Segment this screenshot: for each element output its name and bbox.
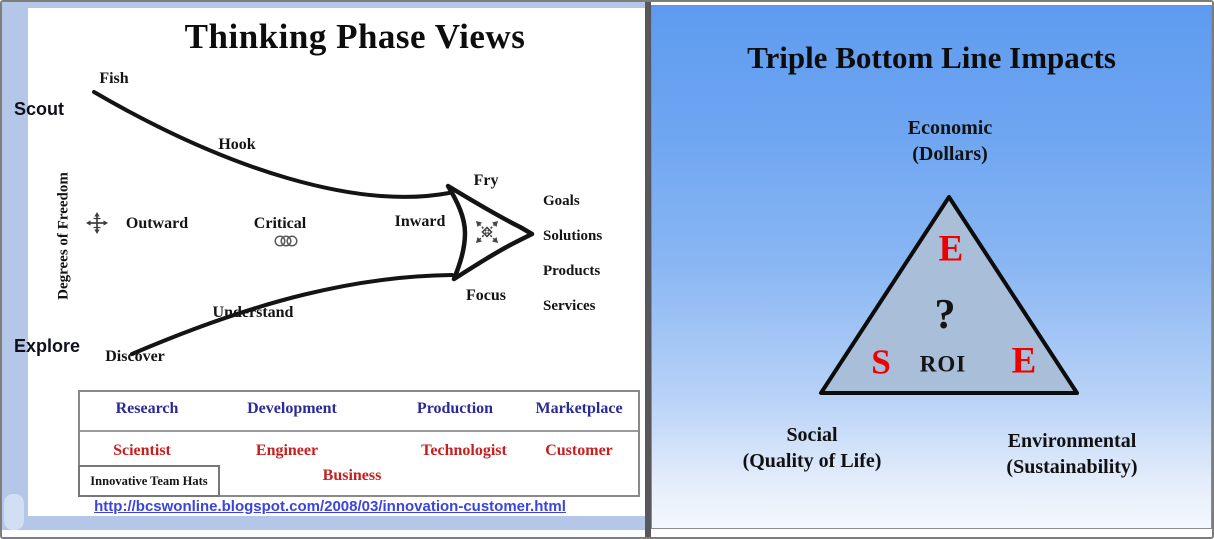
innovation-phase-table: Research Development Production Marketpl… [78, 390, 640, 497]
right-slide-title: Triple Bottom Line Impacts [747, 40, 1116, 75]
outward-label: Outward [125, 215, 189, 232]
explore-label: Explore [14, 336, 81, 356]
social-line2: (Quality of Life) [742, 450, 882, 472]
source-url-link[interactable]: http://bcswonline.blogspot.com/2008/03/i… [94, 498, 566, 515]
right-slide-panel: Triple Bottom Line Impacts Economic (Dol… [651, 2, 1212, 537]
inward-label: Inward [394, 213, 446, 230]
discover-label: Discover [105, 348, 165, 365]
outcome-goals: Goals [543, 193, 580, 209]
triangle-letter-e-top: E [938, 228, 964, 270]
social-label: Social (Quality of Life) [743, 422, 882, 474]
funnel-bottom-curve [130, 273, 454, 356]
phase-research: Research [115, 400, 179, 417]
left-slide-panel: Scout Explore Thinking Phase Views Fish … [2, 2, 645, 537]
outcomes-list: Goals Solutions Products Services [543, 193, 602, 315]
triangle-shape [819, 195, 1079, 395]
three-rings-icon [274, 235, 298, 247]
scout-label: Scout [14, 99, 65, 119]
role-technologist: Technologist [421, 442, 507, 459]
slides-divider [645, 2, 651, 537]
outcome-products: Products [543, 263, 601, 279]
triangle-question-mark: ? [934, 292, 956, 338]
economic-line2: (Dollars) [912, 143, 988, 165]
degrees-of-freedom-label: Degrees of Freedom [55, 172, 72, 300]
phase-production: Production [416, 400, 494, 417]
role-scientist: Scientist [113, 442, 171, 459]
triangle-roi-label: ROI [919, 351, 967, 377]
left-slide-title: Thinking Phase Views [184, 17, 526, 56]
fish-label: Fish [99, 70, 129, 87]
critical-label: Critical [253, 215, 307, 232]
outcome-solutions: Solutions [543, 228, 603, 244]
innovative-team-hats-box: Innovative Team Hats [78, 465, 220, 497]
triangle-letter-e-right: E [1011, 340, 1037, 382]
focus-label: Focus [466, 287, 506, 304]
scrollbar-thumb[interactable] [4, 494, 24, 530]
thinking-phase-slide: Thinking Phase Views Fish Hook Degrees o… [28, 8, 645, 516]
outcome-services: Services [543, 298, 596, 314]
role-engineer: Engineer [255, 442, 319, 459]
fry-label: Fry [473, 172, 499, 189]
diagonal-arrows-icon [476, 221, 498, 243]
economic-label: Economic (Dollars) [908, 115, 992, 167]
understand-label: Understand [212, 304, 294, 321]
role-customer: Customer [545, 442, 613, 459]
team-hats-caption: Innovative Team Hats [90, 473, 208, 488]
environmental-line1: Environmental [1007, 430, 1137, 452]
table-row-divider [80, 430, 638, 432]
cross-arrows-icon [86, 212, 108, 234]
environmental-label: Environmental (Sustainability) [1006, 428, 1137, 480]
funnel-top-curve [92, 90, 451, 199]
role-business: Business [322, 467, 382, 484]
hook-label: Hook [218, 136, 256, 153]
phase-marketplace: Marketplace [535, 400, 623, 417]
economic-line1: Economic [907, 117, 993, 139]
phase-development: Development [247, 400, 337, 417]
left-panel-bottom-strip [2, 530, 645, 537]
triangle-letter-s: S [871, 342, 891, 382]
social-line1: Social [786, 424, 838, 446]
environmental-line2: (Sustainability) [1006, 456, 1138, 478]
